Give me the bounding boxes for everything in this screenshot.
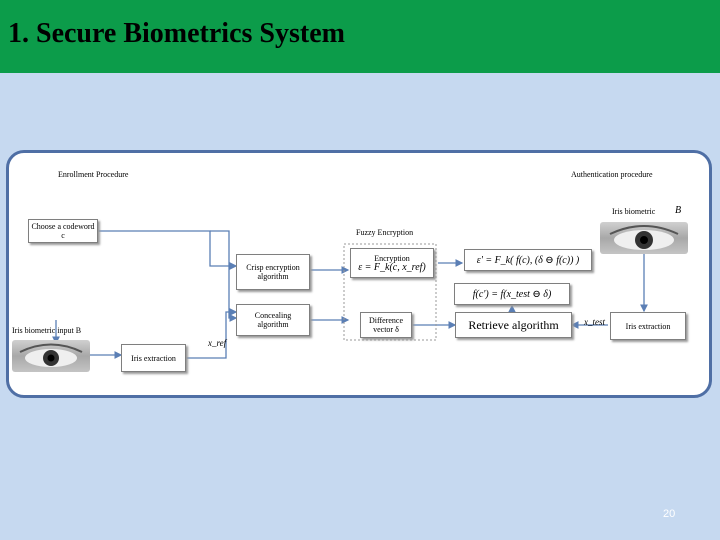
crisp-encryption-box: Crisp encryption algorithm	[236, 254, 310, 290]
x-test-label: x_test	[584, 317, 605, 327]
enrollment-label: Enrollment Procedure	[58, 170, 129, 179]
iris-extraction-left-box: Iris extraction	[121, 344, 186, 372]
retrieve-algorithm-box: Retrieve algorithm	[455, 312, 572, 338]
iris-biometric-input-label: Iris biometric input B	[12, 326, 82, 335]
iris-biometric-symbol: B	[675, 205, 682, 216]
page-title: 1. Secure Biometrics System	[8, 18, 345, 49]
authentication-label: Authentication procedure	[571, 170, 653, 179]
iris-extraction-right-box: Iris extraction	[610, 312, 686, 340]
encryption-formula: ε = F_k(c, x_ref)	[358, 262, 426, 273]
concealing-box: Concealing algorithm	[236, 304, 310, 336]
iris-biometric-label: Iris biometric	[612, 207, 656, 216]
right-eye-image	[600, 222, 688, 254]
page-number: 20	[663, 508, 676, 520]
decryption-formula-box: ε' = F_k( f(c), (δ ⊖ f(c)) )	[464, 249, 592, 271]
encryption-label: Encryption	[374, 254, 410, 263]
title-bar: 1. Secure Biometrics System	[0, 0, 720, 73]
x-ref-label: x_ref	[208, 338, 227, 348]
encryption-box: Encryption ε = F_k(c, x_ref)	[350, 248, 434, 278]
fuzzy-encryption-label: Fuzzy Encryption	[356, 228, 414, 237]
codeword-box: Choose a codeword c	[28, 219, 98, 243]
left-eye-image	[12, 340, 90, 372]
difference-vector-box: Difference vector δ	[360, 312, 412, 338]
function-formula-box: f(c') = f(x_test ⊖ δ)	[454, 283, 570, 305]
